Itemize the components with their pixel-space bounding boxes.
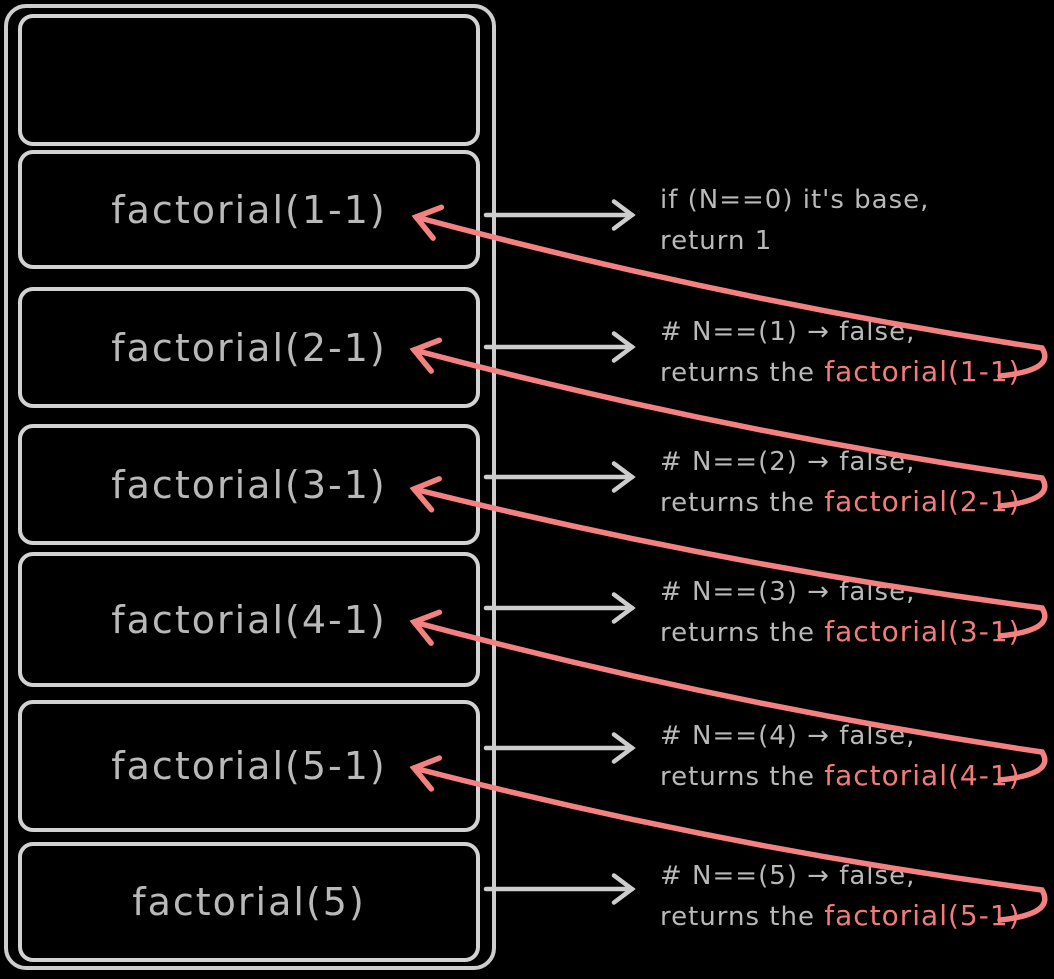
frame-label: factorial(4-1)	[111, 597, 387, 642]
stack-frame: factorial(5)	[18, 842, 480, 962]
annotation-line2: returns the factorial(1-1)	[660, 355, 1021, 388]
stack-frame: factorial(3-1)	[18, 424, 480, 545]
annotation-line2: return 1	[660, 226, 773, 256]
frame-label: factorial(5)	[132, 880, 366, 924]
stack-frame: factorial(1-1)	[18, 150, 480, 269]
stack-container	[4, 4, 496, 970]
red-return-arrow-to-factorial-2-1	[409, 337, 1048, 509]
red-return-arrow-to-factorial-5-1	[409, 755, 1048, 923]
annotation-line1: if (N==0) it's base,	[660, 185, 930, 215]
stack-frame: factorial(5-1)	[18, 700, 480, 832]
red-return-arrow-to-factorial-4-1	[409, 609, 1048, 783]
pink-call-ref: factorial(1-1)	[824, 355, 1021, 388]
stack-frame-empty	[18, 14, 480, 146]
frame-label: factorial(2-1)	[111, 325, 387, 370]
pink-call-ref: factorial(4-1)	[824, 759, 1021, 792]
stack-frame: factorial(2-1)	[18, 287, 480, 408]
red-return-arrow-to-factorial-3-1	[409, 476, 1048, 639]
annotation-n3: # N==(3) → false, returns the factorial(…	[660, 572, 1054, 652]
stack-frame: factorial(4-1)	[18, 552, 480, 687]
annotation-n5: # N==(5) → false, returns the factorial(…	[660, 856, 1054, 936]
frame-label: factorial(1-1)	[111, 187, 387, 232]
annotation-line2: returns the factorial(3-1)	[660, 615, 1021, 648]
pink-call-ref: factorial(5-1)	[824, 899, 1021, 932]
annotation-n1: # N==(1) → false, returns the factorial(…	[660, 312, 1054, 392]
pink-call-ref: factorial(3-1)	[824, 615, 1021, 648]
annotation-line2: returns the factorial(4-1)	[660, 759, 1021, 792]
frame-label: factorial(3-1)	[111, 462, 387, 507]
red-return-arrow-to-factorial-1-1	[411, 204, 1048, 379]
annotation-line2: returns the factorial(5-1)	[660, 899, 1021, 932]
annotation-base-case: if (N==0) it's base, return 1	[660, 180, 1054, 260]
frame-label: factorial(5-1)	[111, 744, 387, 788]
pink-call-ref: factorial(2-1)	[824, 485, 1021, 518]
annotation-line2: returns the factorial(2-1)	[660, 485, 1021, 518]
